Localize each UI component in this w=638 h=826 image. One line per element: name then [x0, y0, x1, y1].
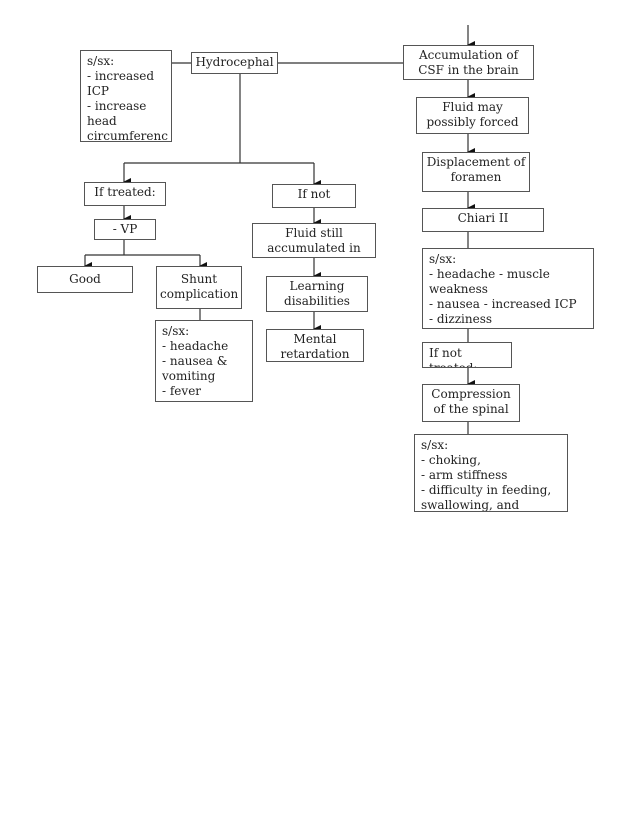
mental-retardation-box: Mental retardation — [266, 329, 364, 362]
compression-signs-box: s/sx: - choking, - arm stiffness - diffi… — [414, 434, 568, 512]
chiari-signs-box: s/sx: - headache - muscle weakness - nau… — [422, 248, 594, 329]
vp-box: - VP — [94, 219, 156, 240]
chiari-box: Chiari II — [422, 208, 544, 232]
fluid-still-box: Fluid still accumulated in the — [252, 223, 376, 258]
hydrocephalus-box: Hydrocephal — [191, 52, 278, 74]
learning-disabilities-box: Learning disabilities — [266, 276, 368, 312]
shunt-signs-box: s/sx: - headache - nausea & vomiting - f… — [155, 320, 253, 402]
hydrocephalus-signs-box: s/sx: - increased ICP - increase head ci… — [80, 50, 172, 142]
good-box: Good — [37, 266, 133, 293]
if-not-treated-box: If not treated: — [422, 342, 512, 368]
shunt-complication-box: Shunt complication — [156, 266, 242, 309]
if-not-box: If not — [272, 184, 356, 208]
if-treated-box: If treated: — [84, 182, 166, 206]
displacement-box: Displacement of foramen — [422, 152, 530, 192]
compression-box: Compression of the spinal — [422, 384, 520, 422]
fluid-forced-box: Fluid may possibly forced — [416, 97, 529, 134]
csf-accumulation-box: Accumulation of CSF in the brain — [403, 45, 534, 80]
